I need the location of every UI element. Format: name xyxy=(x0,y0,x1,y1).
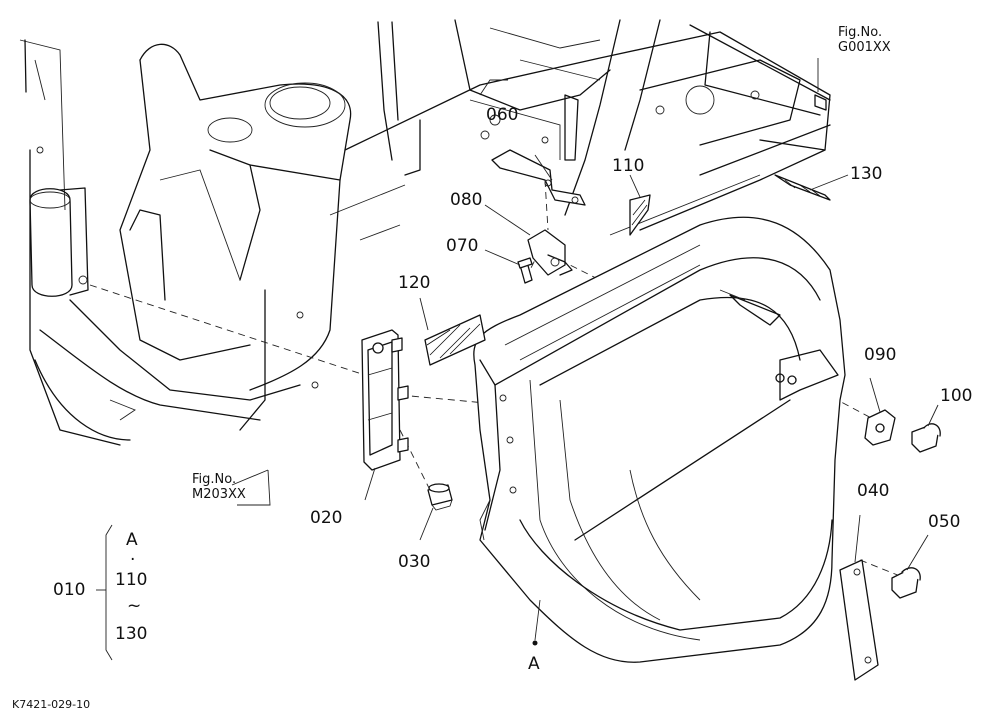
hinge-plate-020 xyxy=(361,329,409,471)
legend-010-dot: · xyxy=(130,550,136,570)
label-part-130: 130 xyxy=(850,164,883,184)
cap-nut-100 xyxy=(911,423,941,453)
bolt-070 xyxy=(517,257,533,284)
cap-nut-050 xyxy=(891,567,921,599)
seal-130 xyxy=(774,174,831,201)
label-part-080: 080 xyxy=(450,190,483,210)
label-part-110: 110 xyxy=(612,156,645,176)
fig-ref-bottom-left-line1: Fig.No. xyxy=(192,472,237,487)
fig-ref-top-right: Fig.No. G001XX xyxy=(838,25,891,55)
view-marker-a: A xyxy=(528,654,540,674)
washer-090 xyxy=(864,409,896,446)
bracket-060 xyxy=(491,149,586,206)
label-part-120: 120 xyxy=(398,273,431,293)
label-part-060: 060 xyxy=(486,105,519,125)
label-part-030: 030 xyxy=(398,552,431,572)
legend-010-from: 110 xyxy=(115,570,148,590)
bolt-030 xyxy=(427,483,453,511)
legend-010-tilde: ~ xyxy=(127,596,142,616)
label-part-070: 070 xyxy=(446,236,479,256)
clamp-080 xyxy=(527,229,573,276)
legend-bracket xyxy=(96,524,113,661)
label-part-020: 020 xyxy=(310,508,343,528)
label-part-100: 100 xyxy=(940,386,973,406)
fig-ref-top-right-line2: G001XX xyxy=(838,40,891,55)
fig-ref-top-right-line1: Fig.No. xyxy=(838,25,883,40)
drawing-id: K7421-029-10 xyxy=(12,698,91,711)
fig-ref-bottom-left: Fig.No. M203XX xyxy=(192,472,246,502)
rear-fender-cover xyxy=(473,216,846,663)
label-part-090: 090 xyxy=(864,345,897,365)
seal-110 xyxy=(629,194,651,236)
left-console xyxy=(19,39,352,446)
strip-040 xyxy=(839,559,879,681)
legend-010-a: A xyxy=(126,530,138,550)
legend-010-to: 130 xyxy=(115,624,148,644)
label-part-050: 050 xyxy=(928,512,961,532)
fig-ref-bottom-left-line2: M203XX xyxy=(192,487,246,502)
label-leaders xyxy=(231,58,939,646)
label-part-040: 040 xyxy=(857,481,890,501)
label-part-010: 010 xyxy=(53,580,86,600)
seal-120 xyxy=(424,314,486,366)
rear-frame xyxy=(329,19,831,241)
